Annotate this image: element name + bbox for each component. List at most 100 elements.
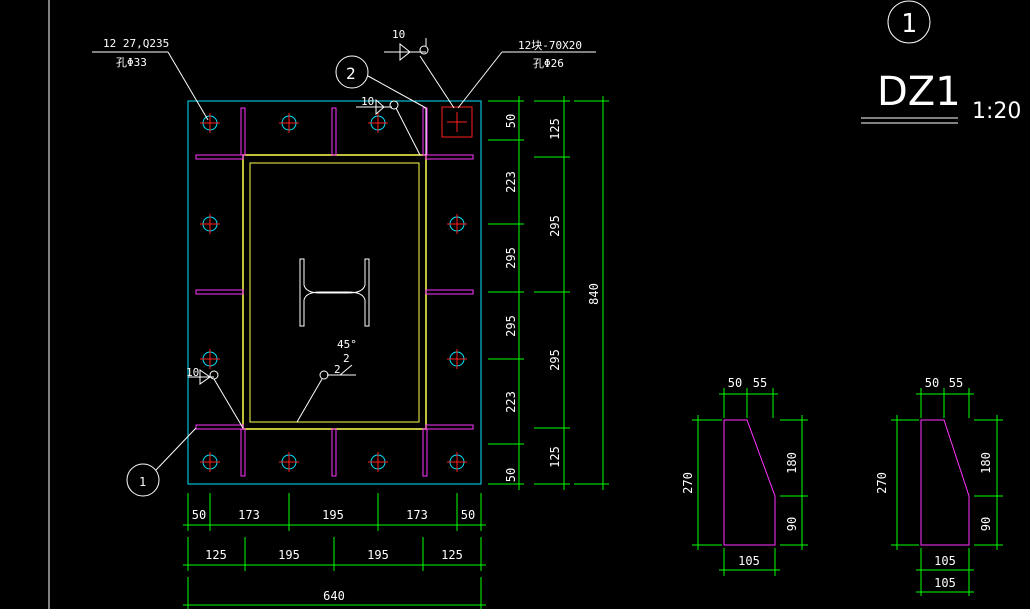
plate-spec-line1: 12 27,Q235	[103, 37, 169, 50]
leaders	[92, 38, 596, 497]
dim-bottom-total: 640	[323, 589, 345, 603]
dims-right-text: 50 223 295 295 223 50 125 295 295 125 84…	[504, 114, 601, 482]
detail-1-bottom: 105	[738, 554, 760, 568]
stiffener-right-bottom	[425, 424, 474, 430]
detail-1-right-upper: 180	[785, 452, 799, 474]
stiffener-detail-2-shape	[920, 419, 970, 546]
weld-mid-flag	[375, 98, 385, 116]
detail-1-height: 270	[681, 472, 695, 494]
dim-right-inner-3: 295	[504, 247, 518, 269]
stiffener-bottom-3	[422, 428, 428, 477]
bolt-hole	[447, 349, 467, 369]
stiffener-detail-1: 50 55 270 180 90 105	[681, 376, 808, 576]
plate-spec-line2: 孔Φ33	[116, 56, 147, 69]
dim-right-inner-5: 223	[504, 391, 518, 413]
bevel-mark	[339, 364, 353, 376]
dim-right-inner-2: 223	[504, 171, 518, 193]
stiffener-right-top	[425, 154, 474, 160]
weld-top-flag	[399, 42, 411, 62]
dims-bottom-text: 50 173 195 173 50 125 195 195 125 640	[192, 508, 475, 603]
dims-right	[488, 96, 609, 490]
column-outline-inner	[249, 162, 420, 423]
h-section-symbol	[299, 258, 370, 327]
title-name: DZ1	[877, 69, 961, 115]
washer-spec-line2: 孔Φ26	[533, 57, 564, 70]
stiffener-top-2	[331, 107, 337, 156]
leader-plate-spec	[167, 51, 209, 121]
detail-2-height: 270	[875, 472, 889, 494]
bolt-hole	[200, 113, 220, 133]
leader-weld-left	[213, 378, 244, 429]
stiffener-bottom-2	[331, 428, 337, 477]
bolt-hole	[200, 452, 220, 472]
weld-left-size: 10	[186, 366, 199, 379]
stiffener-right-mid	[425, 289, 474, 295]
base-plate-outline	[187, 100, 482, 485]
dim-right-mid-1: 125	[548, 118, 562, 140]
balloon-2-label: 2	[346, 64, 356, 83]
bolt-hole	[200, 214, 220, 234]
bevel-angle: 45°	[337, 338, 357, 351]
bolt-hole	[447, 214, 467, 234]
dim-right-inner-4: 295	[504, 315, 518, 337]
dim-bottom-row1-4: 173	[406, 508, 428, 522]
weld-mid-size: 10	[361, 95, 374, 108]
detail-2-bottom-extra: 105	[934, 576, 956, 590]
title-number: 1	[901, 9, 917, 39]
title-number-circle	[887, 0, 931, 44]
dim-bottom-row1-3: 195	[322, 508, 344, 522]
dim-right-mid-2: 295	[548, 215, 562, 237]
bolt-hole	[368, 452, 388, 472]
stiffener-left-mid	[195, 289, 244, 295]
leader-balloon-2	[367, 75, 427, 109]
stiffener-left-top	[195, 154, 244, 160]
bolt-hole	[368, 113, 388, 133]
bevel-size-1: 2	[343, 352, 350, 365]
bolt-holes	[200, 113, 467, 472]
dims-bottom	[183, 493, 486, 609]
bolt-hole	[279, 113, 299, 133]
leader-balloon-1	[155, 427, 197, 471]
weld-left-flag	[199, 369, 211, 385]
dim-bottom-row2-4: 125	[441, 548, 463, 562]
detail-2-bottom: 105	[934, 554, 956, 568]
bevel-size-2: 2	[334, 363, 341, 376]
washer-spec-line1: 12块-70X20	[518, 39, 582, 52]
bevel-circle	[319, 370, 329, 380]
dim-right-total: 840	[587, 283, 601, 305]
balloon-2-circle	[335, 55, 369, 89]
title-block: 1 DZ1 1:20	[861, 0, 1021, 124]
bolt-hole	[279, 452, 299, 472]
detail-2-top-a: 50	[925, 376, 939, 390]
dim-right-inner-6: 50	[504, 468, 518, 482]
stiffener-detail-1-shape	[723, 419, 776, 546]
dim-bottom-row2-3: 195	[367, 548, 389, 562]
leader-weld-mid	[395, 107, 421, 156]
dim-bottom-row1-2: 173	[238, 508, 260, 522]
dim-bottom-row2-1: 125	[205, 548, 227, 562]
stiffener-top-1	[240, 107, 246, 156]
base-plate-plan	[187, 100, 482, 485]
dim-right-inner-1: 50	[504, 114, 518, 128]
leader-bevel	[296, 378, 323, 423]
weld-left-circle	[209, 370, 219, 380]
title-scale: 1:20	[972, 99, 1021, 124]
dim-bottom-row1-1: 50	[192, 508, 206, 522]
detail-2-right-lower: 90	[979, 517, 993, 531]
stiffener-detail-2: 50 55 270 180 90 105 105	[875, 376, 1003, 596]
bolt-hole	[447, 452, 467, 472]
stiffener-left-bottom	[195, 424, 244, 430]
detail-1-top-b: 55	[753, 376, 767, 390]
dim-bottom-row1-5: 50	[461, 508, 475, 522]
leader-weld-top	[419, 55, 455, 109]
detail-2-right-upper: 180	[979, 452, 993, 474]
detail-1-right-lower: 90	[785, 517, 799, 531]
balloon-1-circle	[126, 463, 160, 497]
detail-2-top-b: 55	[949, 376, 963, 390]
weld-top-size: 10	[392, 28, 405, 41]
washer-plate	[441, 106, 473, 138]
balloon-1-label: 1	[139, 475, 146, 489]
stiffener-bottom-1	[240, 428, 246, 477]
weld-mid-circle	[389, 100, 399, 110]
